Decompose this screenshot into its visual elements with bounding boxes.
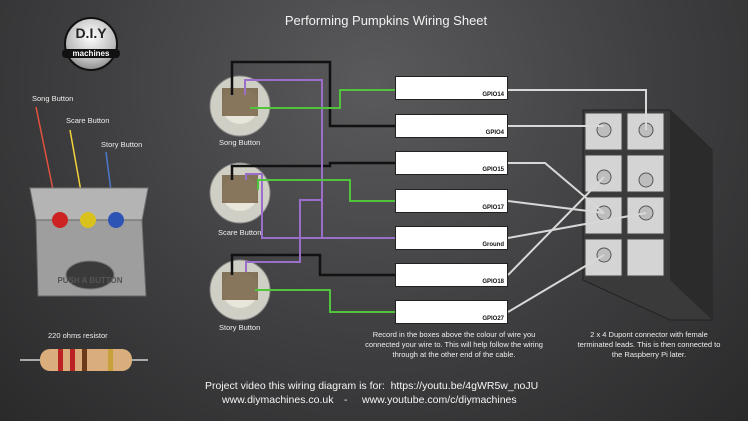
gpio-label: Ground (482, 242, 504, 248)
wire-gpio27-pin (507, 254, 605, 313)
wire-story-gpio18 (230, 253, 395, 277)
gpio-box-ground[interactable]: Ground (395, 226, 508, 250)
scare-button-label: Scare Button (66, 116, 110, 125)
switch-story (209, 259, 271, 321)
diy-machines-logo: D.I.Y machines (62, 17, 120, 71)
red-button (52, 212, 68, 228)
gpio-label: GPIO27 (482, 316, 504, 322)
gpio-box-gpio4[interactable]: GPIO4 (395, 114, 508, 138)
gpio-label: GPIO17 (482, 205, 504, 211)
footer-separator: - (344, 394, 348, 406)
footer-video-line: Project video this wiring diagram is for… (205, 380, 539, 392)
wire-ground-scare (245, 173, 322, 239)
logo-bottom-text: machines (62, 49, 120, 58)
wire-scare-gpio17 (257, 179, 395, 202)
footer-youtube-link[interactable]: www.youtube.com/c/diymachines (362, 394, 517, 406)
logo-top-text: D.I.Y (75, 25, 107, 41)
wire-scare-gpio15 (230, 161, 395, 180)
blue-button (108, 212, 124, 228)
switch-song (209, 75, 271, 137)
push-button-text: PUSH A BUTTON (57, 276, 123, 285)
switch-scare (209, 162, 271, 224)
yellow-button (80, 212, 96, 228)
switch-scare-label: Scare Button (218, 228, 262, 237)
gpio-label: GPIO4 (485, 130, 504, 136)
resistor (20, 349, 148, 371)
song-button-label: Song Button (32, 94, 74, 103)
story-button-label: Story Button (101, 140, 143, 149)
wire-ground-pin (507, 212, 647, 239)
gpio-label: GPIO15 (482, 167, 504, 173)
switch-song-label: Song Button (219, 138, 261, 147)
push-button-box (29, 187, 149, 297)
resistor-label: 220 ohms resistor (48, 331, 108, 340)
gpio-box-gpio15[interactable]: GPIO15 (395, 151, 508, 175)
gpio-box-gpio18[interactable]: GPIO18 (395, 263, 508, 287)
wire-gpio18-pin (507, 176, 605, 276)
wire-gpio17-pin (507, 200, 605, 214)
dupont-connector (582, 109, 713, 321)
gpio-label: GPIO18 (482, 279, 504, 285)
wire-ground-song (244, 79, 395, 239)
wire-story-gpio27 (255, 289, 395, 313)
page-title: Performing Pumpkins Wiring Sheet (284, 13, 488, 28)
footer-website-link[interactable]: www.diymachines.co.uk (222, 394, 334, 406)
switch-story-label: Story Button (219, 323, 261, 332)
record-note: Record in the boxes above the colour of … (365, 330, 543, 359)
wire-song-gpio14 (250, 89, 395, 109)
gpio-box-gpio14[interactable]: GPIO14 (395, 76, 508, 100)
gpio-label: GPIO14 (482, 92, 504, 98)
gpio-box-gpio17[interactable]: GPIO17 (395, 189, 508, 213)
connector-note: 2 x 4 Dupont connector with female termi… (577, 330, 721, 359)
wire-song-gpio4 (230, 60, 395, 128)
gpio-box-gpio27[interactable]: GPIO27 (395, 300, 508, 324)
wire-ground-story (245, 199, 322, 272)
wire-gpio14-pin (508, 89, 647, 130)
